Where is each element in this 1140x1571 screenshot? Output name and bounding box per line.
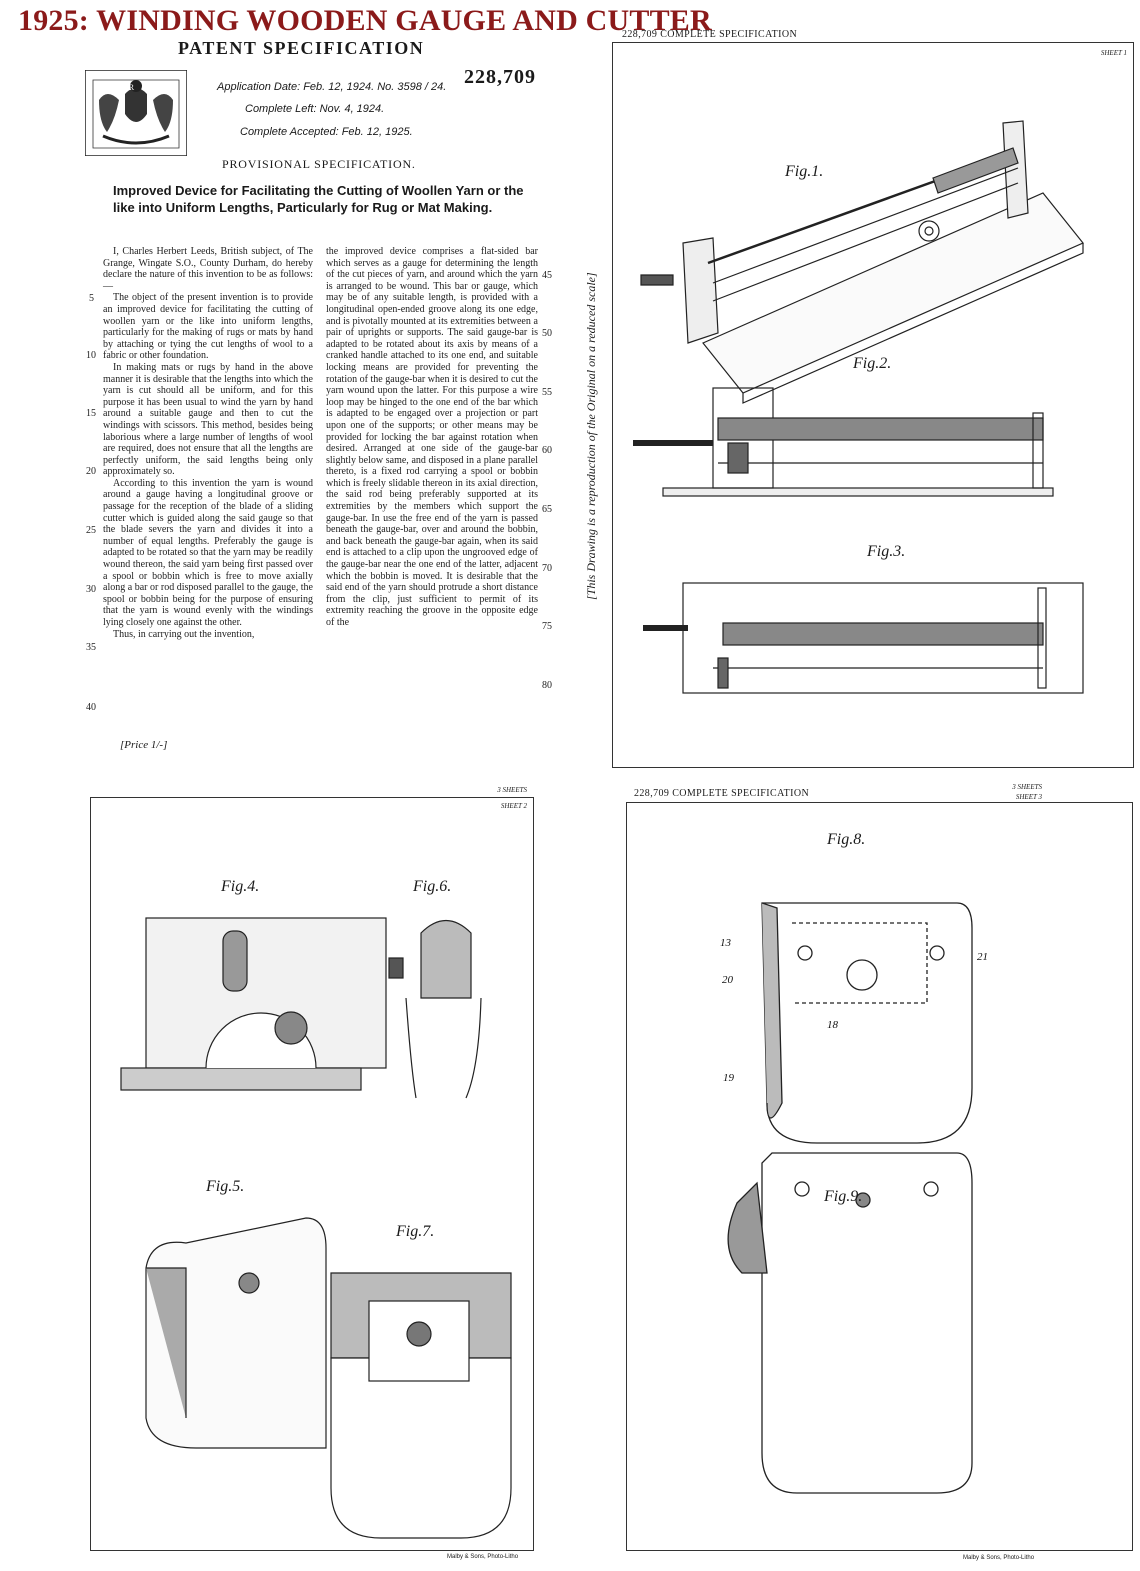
paragraph: Thus, in carrying out the invention, [113, 628, 255, 640]
line-number: 45 [542, 270, 552, 281]
price: [Price 1/-] [120, 739, 168, 751]
line-number: 25 [86, 525, 96, 536]
drawing-sheet-1: SHEET 1 [612, 42, 1134, 768]
sheets-label: 3 SHEETS [497, 786, 527, 794]
line-number: 55 [542, 387, 552, 398]
figure-label: Fig.5. [206, 1178, 245, 1195]
patent-number: 228,709 [464, 66, 536, 88]
sheet1-drawings [633, 120, 1084, 694]
complete-left-date: Complete Left: Nov. 4, 1924. [245, 103, 385, 115]
figure-label: Fig.3. [867, 543, 906, 560]
fig4-drawing [120, 917, 387, 1091]
text-column-right: the improved device comprises a flat-sid… [326, 246, 538, 629]
sheet-label: SHEET 2 [500, 802, 527, 810]
figure-label: Fig.8. [827, 831, 866, 848]
fig2-drawing [633, 387, 1054, 497]
svg-text:18: 18 [827, 1019, 839, 1031]
fig8-drawing [761, 902, 973, 1144]
svg-text:21: 21 [977, 951, 988, 963]
fig5-drawing [145, 1217, 327, 1449]
sheet2-drawings [120, 917, 512, 1539]
line-number: 15 [86, 408, 96, 419]
figure-label: Fig.6. [413, 878, 452, 895]
sheet-label: SHEET 1 [1100, 49, 1127, 57]
line-number: 10 [86, 350, 96, 361]
sheet-label: SHEET 3 [1015, 793, 1042, 801]
sheets-label: 3 SHEETS [1012, 783, 1042, 791]
fig7-drawing [330, 1272, 512, 1539]
figure-label: Fig.4. [221, 878, 260, 895]
drawing-sheet-2: 3 SHEETS SHEET 2 Fig.4. Fig.6. Fig.5. F [90, 786, 534, 1560]
sheet3-header: 228,709 COMPLETE SPECIFICATION [634, 788, 810, 799]
complete-accepted-date: Complete Accepted: Feb. 12, 1925. [240, 126, 413, 138]
paragraph: The object of the present invention is t… [103, 292, 313, 362]
line-number: 75 [542, 621, 552, 632]
line-number: 60 [542, 445, 552, 456]
page-banner-title: 1925: WINDING WOODEN GAUGE AND CUTTER [18, 4, 712, 37]
fig9-drawing [727, 1152, 973, 1494]
line-number: 20 [86, 466, 96, 477]
reproduction-note: [This Drawing is a reproduction of the O… [584, 272, 598, 600]
svg-text:13: 13 [720, 937, 732, 949]
royal-crest-icon: G R [85, 70, 187, 156]
svg-text:G R: G R [121, 83, 135, 92]
paragraph: In making mats or rugs by hand in the ab… [103, 361, 313, 478]
printer-credit: Malby & Sons, Photo-Litho [447, 1554, 519, 1560]
sheet3-drawings: 13 20 21 18 19 [720, 902, 988, 1494]
text-column-left: I, Charles Herbert Leeds, British subjec… [103, 246, 313, 640]
figure-label: Fig.1. [785, 163, 824, 180]
printer-credit: Malby & Sons, Photo-Litho [963, 1555, 1035, 1561]
patent-heading: PATENT SPECIFICATION [178, 38, 425, 58]
figure-label: Fig.9. [824, 1188, 863, 1205]
svg-text:20: 20 [722, 974, 734, 986]
fig6-drawing [388, 919, 482, 1099]
line-number: 70 [542, 563, 552, 574]
paragraph: According to this invention the yarn is … [103, 477, 313, 628]
paragraph: the improved device comprises a flat-sid… [326, 246, 538, 628]
paragraph: I, Charles Herbert Leeds, British subjec… [103, 246, 313, 292]
fig1-drawing [640, 120, 1084, 404]
line-number: 50 [542, 328, 552, 339]
specification-title: Improved Device for Facilitating the Cut… [113, 183, 524, 215]
line-number: 35 [86, 642, 96, 653]
provisional-heading: PROVISIONAL SPECIFICATION. [222, 157, 416, 171]
sheet1-header: 228,709 COMPLETE SPECIFICATION [622, 29, 798, 40]
figure-label: Fig.2. [853, 355, 892, 372]
line-number: 5 [89, 293, 94, 304]
line-number: 65 [542, 504, 552, 515]
fig3-drawing [643, 582, 1084, 694]
drawing-sheet-3: 3 SHEETS SHEET 3 13 20 21 18 19 Fig.8. F… [626, 783, 1133, 1561]
svg-text:19: 19 [723, 1072, 735, 1084]
figure-label: Fig.7. [396, 1223, 435, 1240]
line-number: 80 [542, 680, 552, 691]
line-number: 40 [86, 702, 96, 713]
line-number: 30 [86, 584, 96, 595]
application-date: Application Date: Feb. 12, 1924. No. 359… [217, 81, 447, 93]
